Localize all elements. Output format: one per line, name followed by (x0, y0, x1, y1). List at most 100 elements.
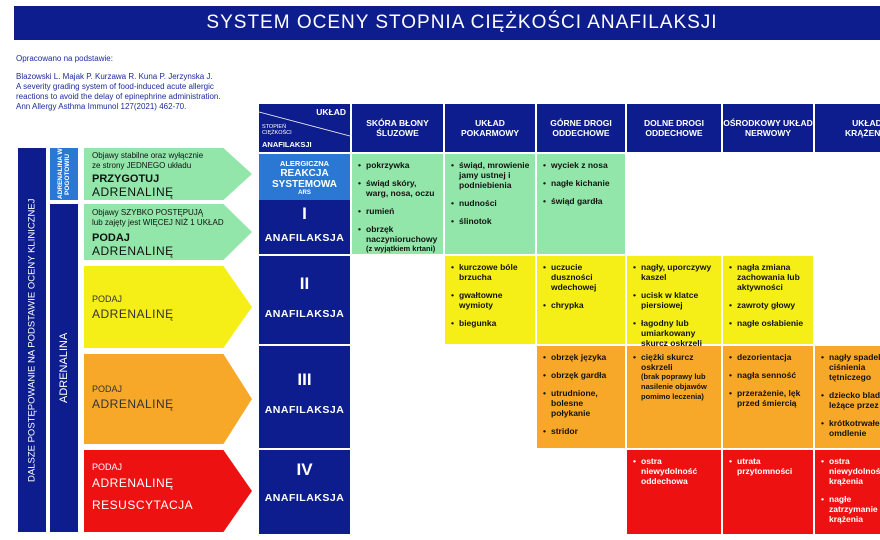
symptom-note: (brak poprawy lub nasilenie objawów pomi… (641, 372, 707, 401)
symptom: uczucie duszności wdechowej (543, 262, 621, 292)
symptom: obrzęk naczynioruchowy(z wyjątkiem krtan… (358, 224, 439, 254)
ars-line: ARS (298, 190, 311, 196)
cell-skin: pokrzywka świąd skóry, warg, nosa, oczu … (352, 154, 443, 254)
ars-label: ALERGICZNA REAKCJA SYSTEMOWA ARS (259, 154, 350, 200)
cell-cv-3: nagły spadek ciśnienia tętniczego dzieck… (815, 346, 880, 448)
symptom: świąd skóry, warg, nosa, oczu (358, 178, 439, 198)
header-gi: UKŁAD POKARMOWY (445, 104, 535, 152)
cell-gi-2: kurczowe bóle brzucha gwałtowne wymioty … (445, 256, 535, 344)
symptom: nagłe osłabienie (729, 318, 809, 328)
corner-stopien: STOPIEŃ CIĘŻKOŚCI (262, 124, 292, 136)
symptom-note: (z wyjątkiem krtani) (366, 244, 436, 253)
cell-law-3: ciężki skurcz oskrzeli(brak poprawy lub … (627, 346, 721, 448)
grade-3: III ANAFILAKSJA (259, 346, 350, 448)
symptom: chrypka (543, 300, 621, 310)
arrow-resuscitation-text: RESUSCYTACJA (92, 498, 194, 512)
symptom: ucisk w klatce piersiowej (633, 290, 717, 310)
grade-name: ANAFILAKSJA (264, 404, 345, 416)
arrow-text: Objawy SZYBKO POSTĘPUJĄ (92, 208, 204, 217)
symptom: rumień (358, 206, 439, 216)
arrow-give-adrenaline-3: PODAJ ADRENALINĘ (84, 354, 252, 444)
grade-4: IV ANAFILAKSJA (259, 450, 350, 534)
symptom: kurczowe bóle brzucha (451, 262, 531, 282)
grade-name: ANAFILAKSJA (264, 492, 345, 504)
symptom: obrzęk języka (543, 352, 621, 362)
grade-name: ANAFILAKSJA (264, 308, 345, 320)
cell-uaw-3: obrzęk języka obrzęk gardła utrudnione, … (537, 346, 625, 448)
symptom: ostra niewydolność oddechowa (633, 456, 717, 486)
symptom: wyciek z nosa (543, 160, 621, 170)
symptom: krótkotrwałe omdlenie (821, 418, 880, 438)
citation-line: A severity grading system of food-induce… (16, 82, 214, 91)
symptom: dezorientacja (729, 352, 809, 362)
ars-line: SYSTEMOWA (271, 179, 337, 190)
arrow-drug: ADRENALINĘ (92, 185, 174, 199)
citation-line: Ann Allergy Asthma Immunol 127(2021) 462… (16, 102, 187, 111)
arrow-action: PRZYGOTUJ (92, 173, 160, 185)
symptom: nudności (451, 198, 531, 208)
symptom: utrata przytomności (729, 456, 809, 476)
symptom: nagły spadek ciśnienia tętniczego (821, 352, 880, 382)
citation-line: Blazowski L. Majak P. Kurzawa R. Kuna P.… (16, 72, 213, 81)
grade-roman: III (297, 370, 312, 389)
grade-roman: II (299, 274, 310, 293)
arrow-action: PODAJ (92, 232, 130, 244)
arrow-resuscitation: PODAJ ADRENALINĘ RESUSCYTACJA (84, 450, 252, 532)
corner-diagonal (259, 111, 350, 137)
symptom: nagły, uporczywy kaszel (633, 262, 717, 282)
symptom: gwałtowne wymioty (451, 290, 531, 310)
cell-cv-4: ostra niewydolność krążenia nagłe zatrzy… (815, 450, 880, 534)
symptom: ostra niewydolność krążenia (821, 456, 880, 486)
cell-law-4: ostra niewydolność oddechowa (627, 450, 721, 534)
clinical-assessment-bar: DALSZE POSTĘPOWANIE NA PODSTAWIE OCENY K… (18, 148, 46, 532)
cell-uaw-2: uczucie duszności wdechowej chrypka (537, 256, 625, 344)
cell-law-2: nagły, uporczywy kaszel ucisk w klatce p… (627, 256, 721, 348)
symptom: nagłe kichanie (543, 178, 621, 188)
arrow-drug: ADRENALINĘ (92, 476, 174, 490)
symptom: przerażenie, lęk przed śmiercią (729, 388, 809, 408)
arrow-give-adrenaline-1: Objawy SZYBKO POSTĘPUJĄ lub zajęty jest … (84, 204, 252, 260)
ars-line: REAKCJA (280, 168, 329, 179)
ars-line: ALERGICZNA (279, 159, 330, 168)
header-upper-airway: GÓRNE DROGI ODDECHOWE (537, 104, 625, 152)
symptom: dziecko blade i leżące przez ręce (821, 390, 880, 410)
grade-roman: I (302, 204, 307, 223)
symptom: nagła senność (729, 370, 809, 380)
page-title: SYSTEM OCENY STOPNIA CIĘŻKOŚCI ANAFILAKS… (14, 6, 880, 40)
symptom: świąd gardła (543, 196, 621, 206)
symptom: stridor (543, 426, 621, 436)
grade-1: I ANAFILAKSJA (259, 200, 350, 254)
corner-header: UKŁAD STOPIEŃ CIĘŻKOŚCI ANAFILAKSJI (259, 104, 350, 152)
citation-line: reactions to avoid the delay of epinephr… (16, 92, 221, 101)
header-cns: OŚRODKOWY UKŁAD NERWOWY (723, 104, 813, 152)
arrow-give-adrenaline-2: PODAJ ADRENALINĘ (84, 266, 252, 348)
symptom: nagła zmiana zachowania lub aktywności (729, 262, 809, 292)
arrow-drug: ADRENALINĘ (92, 244, 174, 258)
header-lower-airway: DOLNE DROGI ODDECHOWE (627, 104, 721, 152)
arrow-drug: ADRENALINĘ (92, 397, 174, 411)
arrow-action: PODAJ (92, 294, 123, 304)
header-cardiovascular: UKŁAD KRĄŻENIA (815, 104, 880, 152)
source-citation: Blazowski L. Majak P. Kurzawa R. Kuna P.… (16, 72, 221, 112)
symptom: świąd, mrowienie jamy ustnej i podniebie… (451, 160, 531, 190)
cell-uaw-1: wyciek z nosa nagłe kichanie świąd gardł… (537, 154, 625, 254)
source-intro: Opracowano na podstawie: (16, 54, 113, 63)
symptom: utrudnione, bolesne połykanie (543, 388, 621, 418)
symptom: obrzęk gardła (543, 370, 621, 380)
grade-name: ANAFILAKSJA (264, 232, 345, 244)
grade-roman: IV (296, 460, 313, 479)
symptom: zawroty głowy (729, 300, 809, 310)
arrow-text: Objawy stabilne oraz wyłącznie (92, 151, 204, 160)
header-skin: SKÓRA BŁONY ŚLUZOWE (352, 104, 443, 152)
arrow-text: ze strony JEDNEGO układu (92, 161, 192, 170)
arrow-action: PODAJ (92, 384, 123, 394)
corner-uklad: UKŁAD (316, 107, 346, 117)
adrenalina-pogotowie-bar: ADRENALINA W POGOTOWIU (50, 148, 78, 200)
symptom-text: ciężki skurcz oskrzeli (641, 352, 694, 372)
symptom: łagodny lub umiarkowany skurcz oskrzeli (633, 318, 717, 348)
symptom: nagłe zatrzymanie krążenia (821, 494, 880, 524)
grade-2: II ANAFILAKSJA (259, 256, 350, 344)
arrow-action: PODAJ (92, 462, 123, 472)
symptom: ciężki skurcz oskrzeli(brak poprawy lub … (633, 352, 717, 402)
symptom: ślinotok (451, 216, 531, 226)
